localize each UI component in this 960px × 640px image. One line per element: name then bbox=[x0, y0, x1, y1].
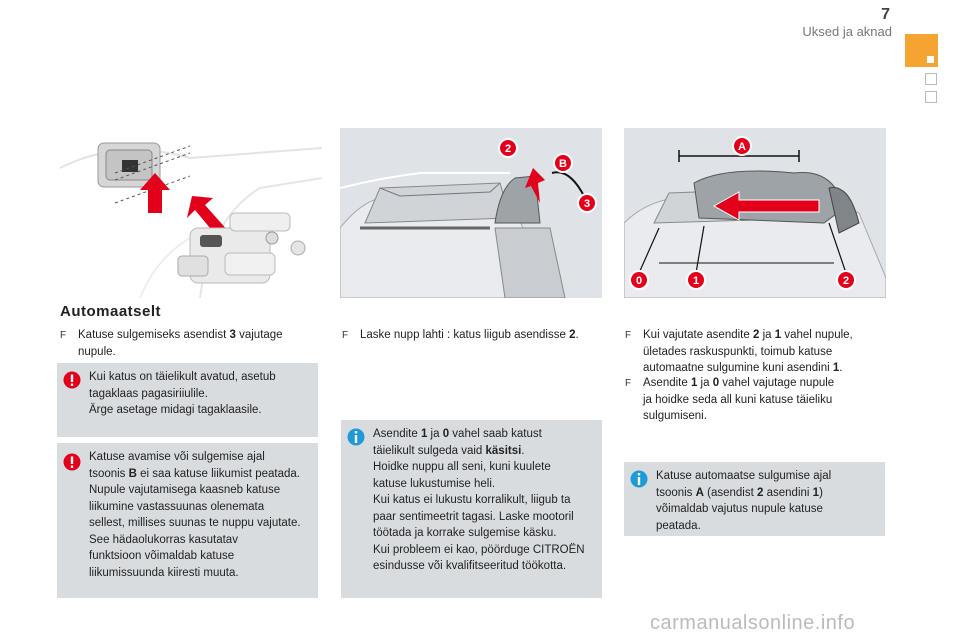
info-text-line: tsoonis A (asendist 2 asendini 1) bbox=[656, 486, 823, 499]
info-text-line: Kui katus ei lukustu korralikult, liigub… bbox=[373, 494, 571, 506]
warning-text-line: Kui katus on täielikult avatud, asetub bbox=[89, 371, 276, 383]
info-icon bbox=[347, 428, 365, 446]
info-text-line: Asendite 1 ja 0 vahel saab katust bbox=[373, 428, 542, 440]
roof-switch-illustration bbox=[60, 128, 322, 298]
page-number: 7 bbox=[881, 6, 890, 23]
position-label: 2 bbox=[505, 143, 511, 155]
info-icon bbox=[630, 470, 648, 488]
chapter-tab[interactable] bbox=[925, 73, 937, 85]
watermark: carmanualsonline.info bbox=[650, 612, 856, 634]
roof-closing-positions-illustration: 2 B 3 bbox=[340, 128, 602, 298]
chapter-tab-active[interactable] bbox=[905, 34, 938, 67]
info-text-line: töötada ja korrake sulgemise käsku. bbox=[373, 527, 557, 539]
info-text-line: peatada. bbox=[656, 519, 701, 532]
bullet-icon: F bbox=[60, 330, 67, 341]
warning-text-line: Nupule vajutamisega kaasneb katuse bbox=[89, 484, 281, 496]
info-text-line: katuse lukustumise heli. bbox=[373, 477, 496, 490]
info-text-line: esindusse või kvalifitseeritud töökotta. bbox=[373, 560, 567, 572]
warning-text-line: See hädaolukorras kasutatav bbox=[89, 533, 238, 546]
warning-text-line: sellest, millises suunas te nuppu vajuta… bbox=[89, 517, 301, 529]
zone-label: A bbox=[738, 141, 746, 153]
warning-text-line: liikumine vastassuunas olenemata bbox=[89, 500, 265, 513]
info-text-line: Katuse automaatse sulgumise ajal bbox=[656, 470, 832, 482]
warning-panel: Kui katus on täielikult avatud, asetub t… bbox=[57, 363, 318, 437]
chapter-tab[interactable] bbox=[925, 91, 937, 103]
info-text-line: täielikult sulgeda vaid käsitsi. bbox=[373, 444, 525, 457]
tab-marker-icon bbox=[927, 56, 934, 63]
warning-panel: Katuse avamise või sulgemise ajal tsooni… bbox=[57, 443, 318, 598]
bullet-icon: F bbox=[342, 330, 349, 341]
info-panel: Asendite 1 ja 0 vahel saab katust täieli… bbox=[341, 420, 602, 598]
bullet-icon: F bbox=[625, 330, 632, 341]
zone-label: B bbox=[559, 158, 567, 170]
info-text-line: paar sentimeetrit tagasi. Laske mootoril bbox=[373, 510, 574, 523]
section-heading: Automaatselt bbox=[60, 303, 162, 320]
info-text-line: Hoidke nuppu all seni, kuni kuulete bbox=[373, 461, 551, 473]
roof-automatic-closing-illustration: A 0 1 2 bbox=[624, 128, 886, 298]
position-label: 2 bbox=[843, 275, 849, 287]
info-text-line: Kui probleem ei kao, pöörduge CITROËN bbox=[373, 543, 585, 556]
warning-icon bbox=[63, 371, 81, 389]
warning-text-line: liikumissuunda kiiresti muuta. bbox=[89, 566, 239, 579]
warning-text-line: tagaklaas pagasiriiulile. bbox=[89, 387, 208, 400]
info-panel: Katuse automaatse sulgumise ajal tsoonis… bbox=[624, 462, 885, 536]
position-label: 1 bbox=[693, 275, 699, 287]
section-title: Uksed ja aknad bbox=[802, 24, 892, 39]
warning-text-line: Katuse avamise või sulgemise ajal bbox=[89, 451, 265, 463]
position-label: 3 bbox=[584, 198, 590, 210]
info-text-line: võimaldab vajutus nupule katuse bbox=[656, 503, 823, 515]
warning-text-line: funktsioon võimaldab katuse bbox=[89, 550, 235, 562]
warning-text-line: tsoonis B ei saa katuse liikumist peatad… bbox=[89, 467, 300, 480]
warning-icon bbox=[63, 453, 81, 471]
bullet-icon: F bbox=[625, 378, 632, 389]
position-label: 0 bbox=[636, 275, 642, 287]
warning-text-line: Ärge asetage midagi tagaklaasile. bbox=[89, 404, 262, 416]
